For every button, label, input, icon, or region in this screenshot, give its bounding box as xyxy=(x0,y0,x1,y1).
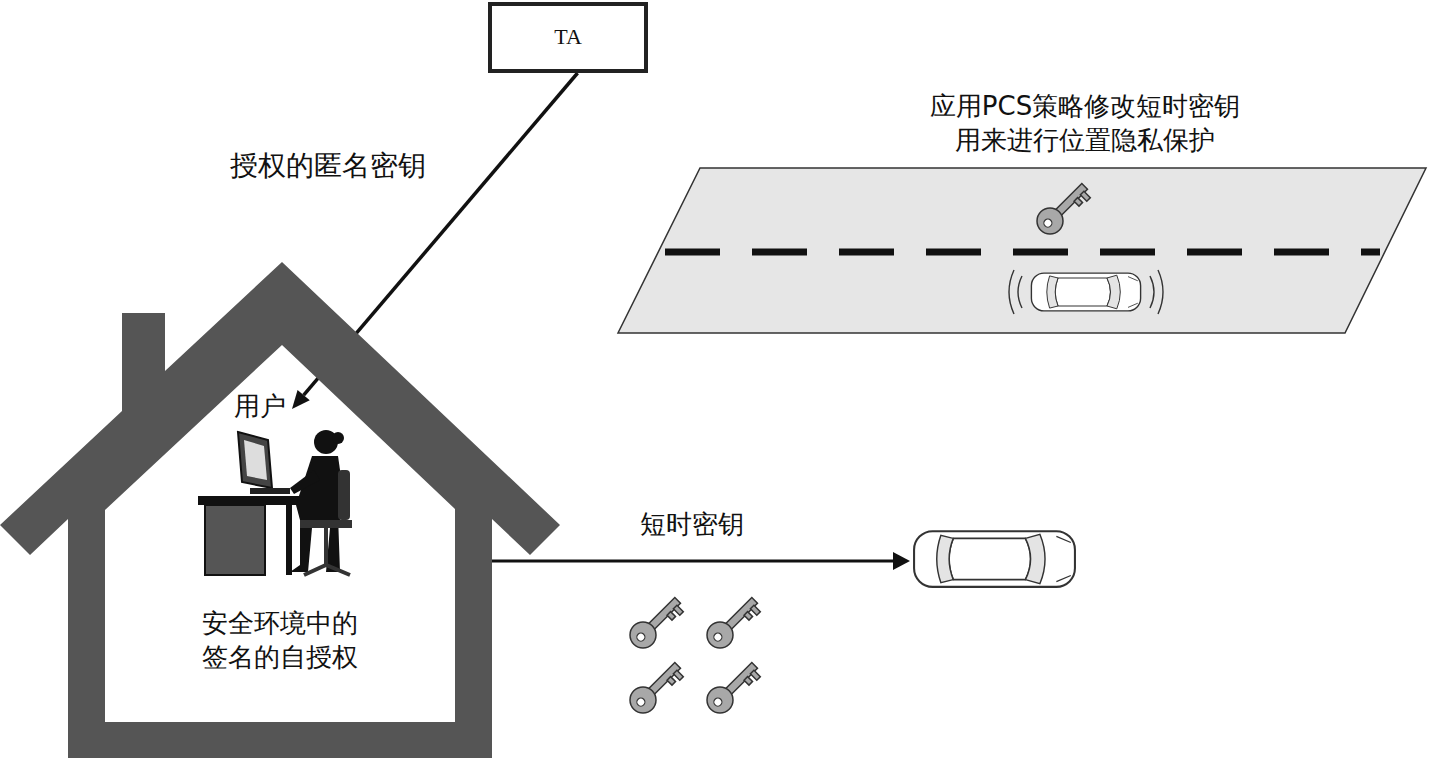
label-text: 授权的匿名密钥 xyxy=(230,148,426,184)
house-wall xyxy=(0,262,560,758)
key-icon xyxy=(702,656,764,718)
lane-dashes xyxy=(665,249,1380,256)
authority-box: TA xyxy=(488,2,648,73)
key-icon xyxy=(1032,177,1094,239)
road-band: 应用PCS策略修改短时密钥 用来进行位置隐私保护 xyxy=(618,80,1430,335)
chair-base xyxy=(304,565,350,575)
desk-top xyxy=(198,496,302,505)
label-text: 短时密钥 xyxy=(640,508,744,542)
signal-arc xyxy=(1018,276,1022,308)
key-arrow xyxy=(490,552,910,570)
text-holder: 授权的匿名密钥 xyxy=(230,148,426,184)
chair-post xyxy=(324,528,328,565)
hair-bun xyxy=(332,432,344,444)
user-label-box: 用户 xyxy=(230,388,290,426)
label-text: TA xyxy=(554,23,582,52)
car-icon xyxy=(1031,273,1140,311)
signal-arc xyxy=(1150,276,1154,308)
key-icon xyxy=(625,656,687,718)
label-text: 安全环境中的 签名的自授权 xyxy=(202,607,358,675)
arrow-head xyxy=(893,552,910,570)
monitor xyxy=(238,432,272,488)
chair-back xyxy=(338,470,350,520)
signal-arc xyxy=(1158,270,1163,314)
arm xyxy=(290,470,320,494)
arrow-line xyxy=(490,560,895,563)
node-outline xyxy=(0,262,560,758)
desk-body xyxy=(205,505,265,575)
text-holder: 短时密钥 xyxy=(640,508,744,542)
chair-seat xyxy=(300,520,352,528)
text-holder: 安全环境中的 签名的自授权 xyxy=(202,607,358,675)
key-icon xyxy=(625,591,687,653)
keyboard xyxy=(250,488,290,494)
car-icon xyxy=(914,531,1075,587)
monitor-screen xyxy=(244,440,267,480)
desk-leg xyxy=(286,505,292,575)
key-icon xyxy=(702,591,764,653)
signal-arc xyxy=(1009,270,1014,314)
label-text: 用户 xyxy=(234,390,286,424)
house-outline: 安全环境中的 签名的自授权 用户 xyxy=(0,262,560,758)
text-holder: 应用PCS策略修改短时密钥 用来进行位置隐私保护 xyxy=(930,90,1240,158)
label-text: 应用PCS策略修改短时密钥 用来进行位置隐私保护 xyxy=(930,90,1240,158)
user-figure xyxy=(198,430,352,575)
arrow-head xyxy=(292,390,310,409)
road-band xyxy=(618,168,1426,333)
